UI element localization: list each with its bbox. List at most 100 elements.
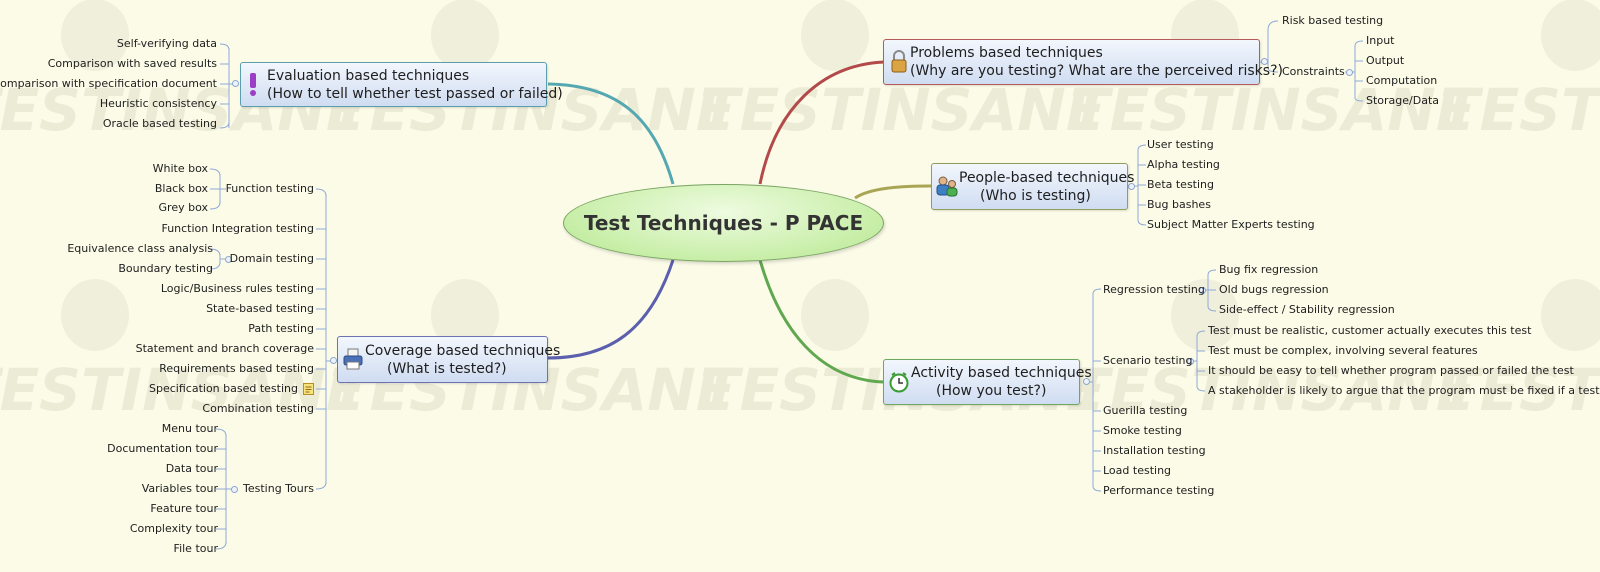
function-testing-child[interactable]: White box: [152, 162, 208, 175]
regression-item[interactable]: Side-effect / Stability regression: [1219, 303, 1395, 316]
watermark-text: TESTINSANE: [1070, 356, 1475, 424]
testing-tours-node[interactable]: Testing Tours: [243, 482, 314, 495]
risk-based-node[interactable]: Risk based testing: [1282, 14, 1384, 27]
domain-testing-node[interactable]: Domain testing: [229, 252, 314, 265]
coverage-item[interactable]: Statement and branch coverage: [135, 342, 314, 355]
people-item[interactable]: User testing: [1147, 138, 1214, 151]
activity-topic[interactable]: Activity based techniques (How you test?…: [883, 359, 1092, 405]
padlock-icon: [891, 50, 907, 73]
function-testing-child[interactable]: Grey box: [158, 201, 208, 214]
scenario-node[interactable]: Scenario testing: [1103, 354, 1193, 367]
domain-collapse-toggle[interactable]: [225, 256, 232, 263]
note-icon[interactable]: [303, 383, 314, 395]
coverage-item[interactable]: Requirements based testing: [159, 362, 314, 375]
constraint-item[interactable]: Computation: [1366, 74, 1438, 87]
evaluation-title-line2: (How to tell whether test passed or fail…: [267, 86, 563, 102]
watermark-face: [431, 0, 499, 71]
coverage-item[interactable]: Logic/Business rules testing: [160, 282, 314, 295]
people-branch: [854, 184, 932, 200]
constraints-node[interactable]: Constraints: [1282, 65, 1345, 78]
testing-tour-item[interactable]: Complexity tour: [129, 522, 218, 535]
evaluation-item[interactable]: Oracle based testing: [102, 117, 217, 130]
activity-title-line2: (How you test?): [936, 383, 1047, 399]
domain-testing-child[interactable]: Equivalence class analysis: [67, 242, 213, 255]
watermark-face: [61, 279, 129, 351]
regression-item[interactable]: Old bugs regression: [1219, 283, 1329, 296]
exclamation-icon: [250, 73, 256, 96]
problems-branch: [758, 60, 885, 185]
activity-branch: [758, 259, 885, 384]
activity-item[interactable]: Smoke testing: [1103, 424, 1182, 437]
domain-testing-child[interactable]: Boundary testing: [118, 262, 213, 275]
watermark-face: [801, 279, 869, 351]
scenario-item[interactable]: It should be easy to tell whether progra…: [1208, 364, 1574, 377]
evaluation-item[interactable]: Self-verifying data: [116, 37, 217, 50]
people-topic[interactable]: People-based techniques (Who is testing): [931, 163, 1134, 210]
testing-tour-item[interactable]: Menu tour: [161, 422, 218, 435]
people-item[interactable]: Bug bashes: [1147, 198, 1211, 211]
testing-tour-item[interactable]: Documentation tour: [107, 442, 218, 455]
activity-collapse-toggle[interactable]: [1083, 378, 1090, 385]
activity-item[interactable]: Performance testing: [1103, 484, 1215, 497]
scenario-item[interactable]: A stakeholder is likely to argue that th…: [1208, 384, 1600, 397]
constraint-item[interactable]: Storage/Data: [1366, 94, 1440, 107]
coverage-branch: [547, 259, 675, 360]
coverage-item[interactable]: Combination testing: [202, 402, 314, 415]
watermark-text: TESTINSANE: [700, 76, 1105, 144]
coverage-title-line1: Coverage based techniques: [365, 343, 561, 359]
testing-tour-item[interactable]: File tour: [173, 542, 218, 555]
evaluation-collapse-toggle[interactable]: [232, 80, 239, 87]
constraints-collapse-toggle[interactable]: [1346, 69, 1353, 76]
coverage-title-line2: (What is tested?): [387, 361, 507, 377]
coverage-topic[interactable]: Coverage based techniques (What is teste…: [337, 336, 560, 383]
regression-node[interactable]: Regression testing: [1103, 283, 1205, 296]
people-title-line2: (Who is testing): [980, 188, 1091, 204]
function-testing-child[interactable]: Black box: [154, 182, 208, 195]
evaluation-item[interactable]: Heuristic consistency: [99, 97, 217, 110]
regression-collapse-toggle[interactable]: [1199, 287, 1206, 294]
scenario-collapse-toggle[interactable]: [1187, 358, 1194, 365]
coverage-item[interactable]: State-based testing: [206, 302, 314, 315]
watermark-face: [801, 0, 869, 71]
scenario-item[interactable]: Test must be realistic, customer actuall…: [1208, 324, 1532, 337]
watermark-face: [431, 279, 499, 351]
people-item[interactable]: Beta testing: [1147, 178, 1214, 191]
activity-title-line1: Activity based techniques: [911, 365, 1092, 381]
activity-item[interactable]: Load testing: [1103, 464, 1172, 477]
coverage-item[interactable]: Path testing: [248, 322, 314, 335]
testing-tour-item[interactable]: Data tour: [165, 462, 218, 475]
problems-topic[interactable]: Problems based techniques (Why are you t…: [883, 39, 1283, 85]
evaluation-topic[interactable]: Evaluation based techniques (How to tell…: [240, 62, 563, 107]
people-item[interactable]: Alpha testing: [1147, 158, 1220, 171]
clock-icon: [889, 372, 909, 393]
tours-collapse-toggle[interactable]: [231, 486, 238, 493]
watermark-face: [1541, 279, 1600, 351]
testing-tour-item[interactable]: Variables tour: [141, 482, 218, 495]
problems-title-line2: (Why are you testing? What are the perce…: [910, 63, 1283, 79]
problems-collapse-toggle[interactable]: [1261, 58, 1268, 65]
function-integration-node[interactable]: Function Integration testing: [161, 222, 314, 235]
function-testing-node[interactable]: Function testing: [225, 182, 314, 195]
constraint-item[interactable]: Output: [1366, 54, 1405, 67]
people-item[interactable]: Subject Matter Experts testing: [1147, 218, 1315, 231]
people-collapse-toggle[interactable]: [1128, 183, 1135, 190]
scenario-item[interactable]: Test must be complex, involving several …: [1208, 344, 1478, 357]
regression-item[interactable]: Bug fix regression: [1219, 263, 1319, 276]
central-topic-title: Test Techniques - P PACE: [583, 211, 864, 235]
constraint-item[interactable]: Input: [1366, 34, 1395, 47]
testing-tour-item[interactable]: Feature tour: [150, 502, 218, 515]
evaluation-title-line1: Evaluation based techniques: [267, 68, 470, 84]
coverage-collapse-toggle[interactable]: [330, 357, 337, 364]
watermark-face: [61, 0, 129, 71]
watermark-text: TESTINSANE: [1070, 76, 1475, 144]
people-icon: [936, 176, 958, 197]
activity-item[interactable]: Installation testing: [1103, 444, 1206, 457]
evaluation-item[interactable]: Comparison with saved results: [47, 57, 217, 70]
central-topic[interactable]: Test Techniques - P PACE: [563, 184, 884, 262]
coverage-item[interactable]: Specification based testing: [149, 382, 298, 395]
people-title-line1: People-based techniques: [959, 170, 1135, 186]
activity-item[interactable]: Guerilla testing: [1103, 404, 1188, 417]
evaluation-item[interactable]: Comparison with specification document: [0, 77, 217, 90]
